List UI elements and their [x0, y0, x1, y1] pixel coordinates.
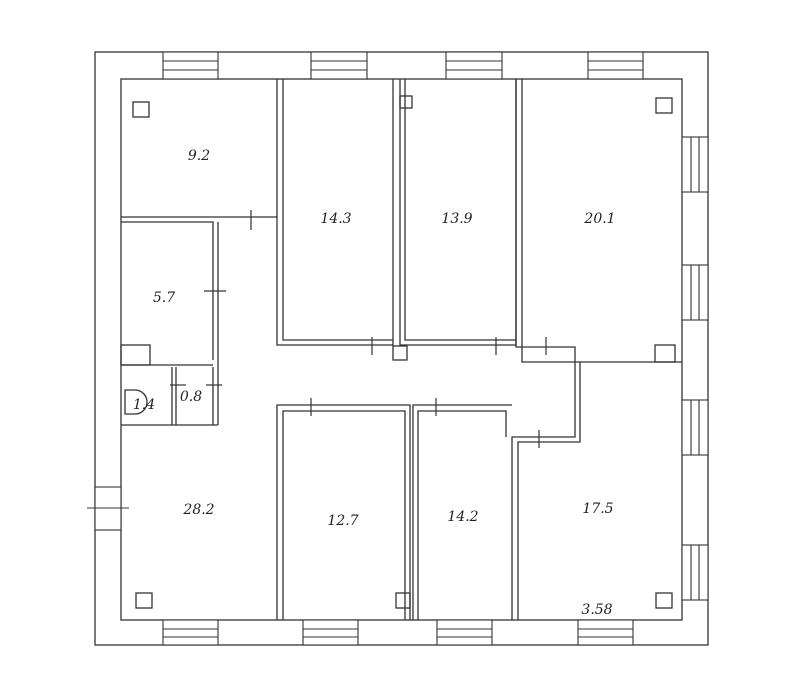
room-area-label: 5.7 — [153, 290, 175, 306]
room-area-label: 1.4 — [133, 397, 155, 413]
interior-walls — [120, 79, 682, 620]
room-area-label: 14.3 — [320, 211, 351, 227]
room-area-label: 0.8 — [180, 389, 202, 405]
door-marks — [170, 210, 547, 448]
room-area-label: 14.2 — [447, 509, 478, 525]
vent-icons — [132, 95, 676, 609]
dimension-label: 3.58 — [581, 602, 612, 618]
room-area-label: 13.9 — [441, 211, 472, 227]
room-area-label: 9.2 — [188, 148, 210, 164]
room-area-label: 28.2 — [182, 502, 214, 518]
room-area-label: 20.1 — [583, 211, 615, 227]
room-area-label: 12.7 — [327, 513, 358, 529]
windows — [87, 51, 709, 646]
room-area-label: 17.5 — [582, 501, 613, 517]
outer-wall — [94, 51, 709, 646]
